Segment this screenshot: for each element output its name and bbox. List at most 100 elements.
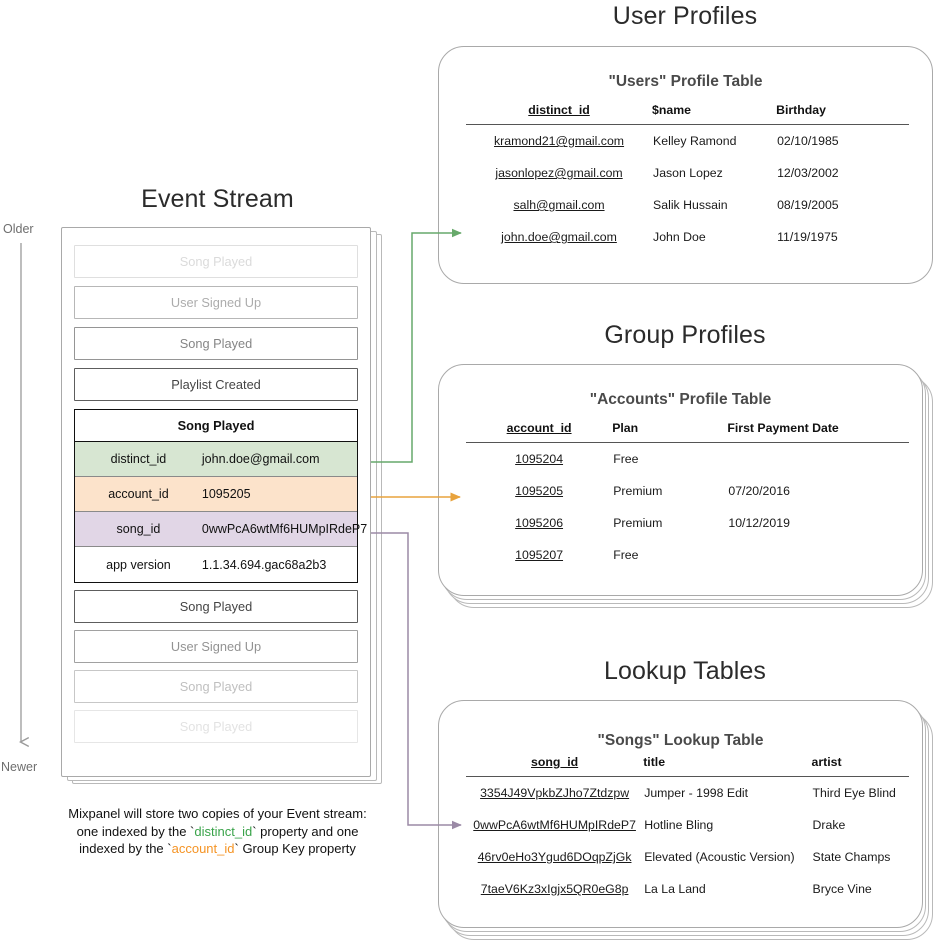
event-property-song-id[interactable]: song_id 0wwPcA6wtMf6HUMpIRdeP7 <box>75 512 368 547</box>
table-cell: State Champs <box>812 850 891 864</box>
event-row[interactable]: Song Played <box>74 327 358 360</box>
table-cell: kramond21@gmail.com <box>494 134 625 148</box>
table-header-rule <box>466 776 909 777</box>
event-property-account-id[interactable]: account_id 1095205 <box>75 477 357 512</box>
table-cell: 08/19/2005 <box>777 198 839 212</box>
property-value: 1.1.34.694.gac68a2b3 <box>201 557 327 572</box>
table-cell: 12/03/2002 <box>777 166 839 180</box>
focused-event-name: Song Played <box>75 410 357 442</box>
table-cell <box>727 443 909 476</box>
table-row[interactable]: 1095204 Free <box>466 443 909 476</box>
table-cell: Premium <box>613 484 663 498</box>
accounts-profile-card <box>438 364 923 596</box>
table-row[interactable]: 7taeV6Kz3xIgjx5QR0eG8p La La Land Bryce Vi… <box>466 873 909 905</box>
event-row-label: Song Played <box>179 336 253 351</box>
table-cell: John Doe <box>653 230 706 244</box>
table-cell: Jumper - 1998 Edit <box>644 786 749 800</box>
caption-distinct-id-token: distinct_id <box>194 823 253 839</box>
event-row-label: User Signed Up <box>170 295 262 310</box>
table-row[interactable]: salh@gmail.com Salik Hussain 08/19/2005 <box>466 189 909 221</box>
accounts-table-title: "Accounts" Profile Table <box>589 391 772 408</box>
table-cell: Jason Lopez <box>653 166 723 180</box>
caption-line-2: one indexed by the `distinct_id` propert… <box>76 823 359 839</box>
property-value: 1095205 <box>201 487 251 501</box>
table-header-rule <box>466 442 909 443</box>
event-row-label: User Signed Up <box>170 639 262 654</box>
caption-line-3: indexed by the `account_id` Group Key pr… <box>79 841 356 856</box>
table-cell: 1095206 <box>515 516 564 530</box>
section-title-user-profiles: User Profiles <box>612 2 758 30</box>
table-row[interactable]: kramond21@gmail.com Kelley Ramond 02/10/19… <box>466 125 909 158</box>
property-key: account_id <box>108 487 169 501</box>
table-cell: 1095205 <box>515 484 564 498</box>
table-header-row: distinct_id $name Birthday <box>466 103 909 124</box>
column-header-birthday: Birthday <box>776 103 826 117</box>
table-cell: john.doe@gmail.com <box>501 230 617 244</box>
table-cell: Bryce Vine <box>812 882 872 896</box>
column-header-song-id: song_id <box>531 755 579 769</box>
event-row[interactable]: Song Played <box>74 590 358 623</box>
table-cell: Premium <box>613 516 663 530</box>
caption-account-id-token: account_id <box>171 841 235 856</box>
property-key: app version <box>106 557 171 572</box>
event-row-label: Song Played <box>179 719 253 734</box>
users-profile-card <box>438 46 933 284</box>
table-cell: Kelley Ramond <box>653 134 737 148</box>
event-row-label: Song Played <box>179 254 253 269</box>
table-cell: Elevated (Acoustic Version) <box>644 850 795 864</box>
column-header-title: title <box>643 755 666 769</box>
event-row[interactable]: User Signed Up <box>74 286 358 319</box>
table-row[interactable]: 1095206 Premium 10/12/2019 <box>466 507 909 539</box>
table-cell: Drake <box>812 818 846 832</box>
table-cell: Salik Hussain <box>653 198 728 212</box>
column-header--name: $name <box>652 103 692 117</box>
event-property-app-version[interactable]: app version 1.1.34.694.gac68a2b3 <box>75 547 357 582</box>
event-row-label: Song Played <box>179 599 253 614</box>
event-row-label: Playlist Created <box>171 377 261 392</box>
table-cell: Hotline Bling <box>644 818 714 832</box>
table-cell: 1095204 <box>515 452 564 466</box>
songs-table-title: "Songs" Lookup Table <box>597 732 764 749</box>
table-cell: 1095207 <box>515 548 564 562</box>
property-value: 0wwPcA6wtMf6HUMpIRdeP7 <box>201 522 368 536</box>
event-row[interactable]: User Signed Up <box>74 630 358 663</box>
column-header-artist: artist <box>811 755 842 769</box>
songs-lookup-card <box>438 700 923 928</box>
table-cell: salh@gmail.com <box>513 198 605 212</box>
event-stream-caption: Mixpanel will store two copies of your E… <box>35 805 400 858</box>
table-row[interactable]: 1095205 Premium 07/20/2016 <box>466 475 909 507</box>
property-value: john.doe@gmail.com <box>201 452 320 466</box>
caption-line-1: Mixpanel will store two copies of your E… <box>68 806 367 821</box>
table-cell: 7taeV6Kz3xIgjx5QR0eG8p <box>480 882 629 896</box>
section-title-lookup-tables: Lookup Tables <box>603 657 767 685</box>
table-header-row: song_id title artist <box>466 755 909 776</box>
column-header-account-id: account_id <box>506 421 572 435</box>
table-cell: 02/10/1985 <box>777 134 839 148</box>
event-row[interactable]: Song Played <box>74 670 358 703</box>
table-row[interactable]: john.doe@gmail.com John Doe 11/19/1975 <box>466 221 909 253</box>
table-cell: 10/12/2019 <box>728 516 790 530</box>
event-row[interactable]: Song Played <box>74 710 358 743</box>
property-key: song_id <box>116 522 161 536</box>
table-cell <box>727 539 909 571</box>
event-row[interactable]: Playlist Created <box>74 368 358 401</box>
section-title-event-stream: Event Stream <box>141 185 294 213</box>
table-cell: 11/19/1975 <box>777 230 838 244</box>
table-cell: La La Land <box>644 882 706 896</box>
table-cell: Free <box>613 452 639 466</box>
table-cell: 07/20/2016 <box>728 484 790 498</box>
section-title-group-profiles: Group Profiles <box>604 321 766 349</box>
event-row-label: Song Played <box>179 679 253 694</box>
column-header-distinct-id: distinct_id <box>528 103 590 117</box>
event-row[interactable]: Song Played <box>74 245 358 278</box>
